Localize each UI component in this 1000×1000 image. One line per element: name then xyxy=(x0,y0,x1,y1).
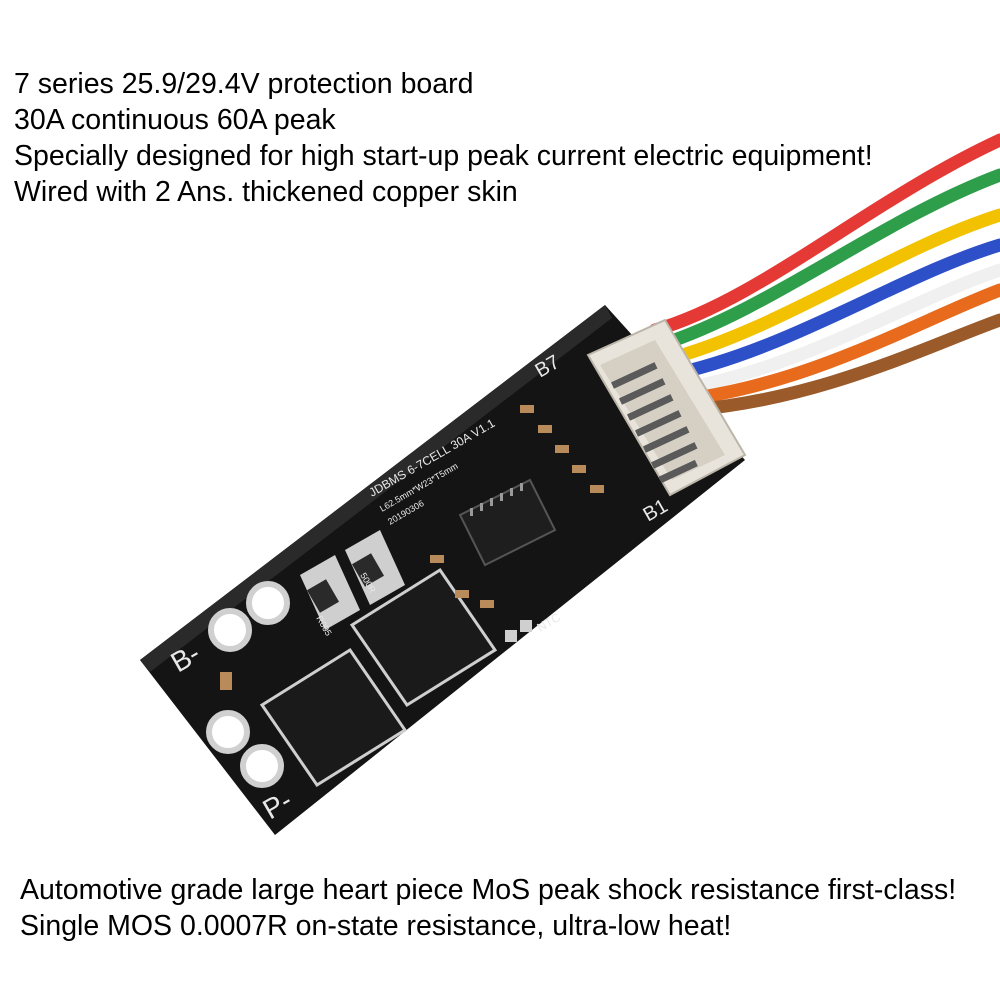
mosfet xyxy=(259,567,498,788)
smd-components xyxy=(220,405,604,690)
headline-line: Wired with 2 Ans. thickened copper skin xyxy=(14,176,518,208)
footer-line: Automotive grade large heart piece MoS p… xyxy=(20,874,957,906)
headline-line: 30A continuous 60A peak xyxy=(14,104,336,136)
headline-line: 7 series 25.9/29.4V protection board xyxy=(14,68,474,100)
pcb-board: B- P- B7 B1 NTC JDBMS 6-7CELL 30A V1.1 L… xyxy=(140,305,747,835)
headline-text: 7 series 25.9/29.4V protection board 30A… xyxy=(14,66,873,210)
solder-pad xyxy=(206,581,290,788)
headline-line: Specially designed for high start-up pea… xyxy=(14,140,873,172)
footer-line: Single MOS 0.0007R on-state resistance, … xyxy=(20,910,732,942)
wire-bundle xyxy=(648,133,1000,417)
shunt-resistor xyxy=(300,530,405,630)
control-ic xyxy=(458,478,557,567)
balance-connector xyxy=(586,318,747,497)
footer-text: Automotive grade large heart piece MoS p… xyxy=(20,872,956,944)
